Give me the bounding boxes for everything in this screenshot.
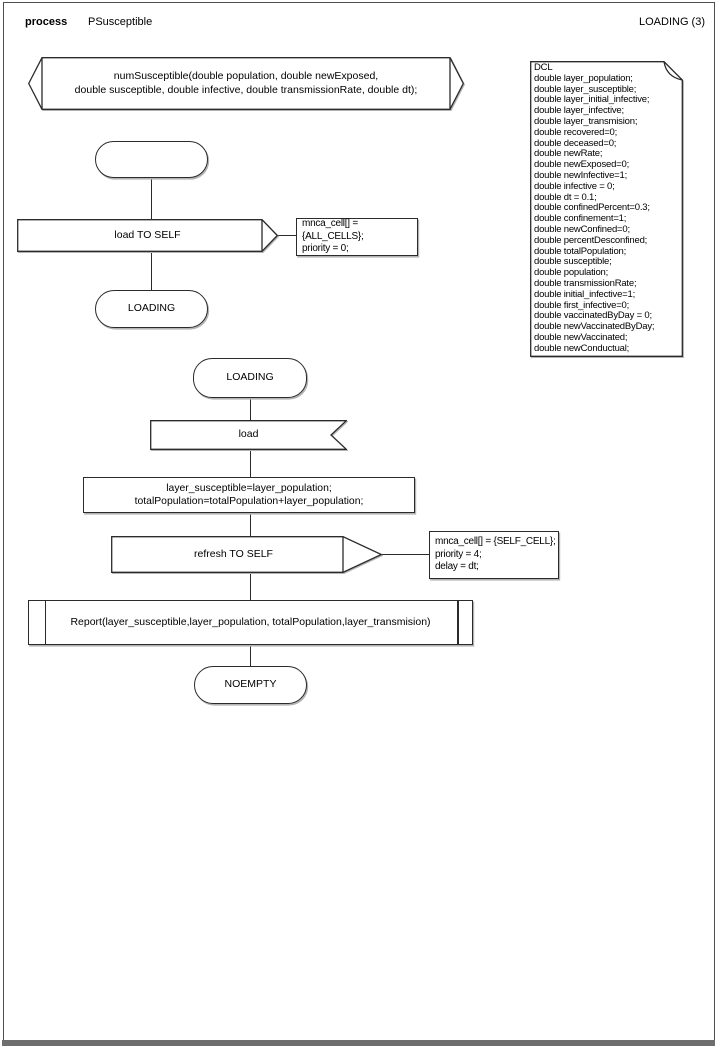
connector-refresh-to-report [249,573,251,600]
dcl-declarations-note[interactable]: DCL double layer_population; double laye… [530,61,683,357]
connector-load-to-loading [151,251,153,290]
header-process-name: PSusceptible [88,16,153,28]
dog-ear-note-shape [530,61,683,357]
note-self-cell[interactable]: mnca_cell[] = {SELF_CELL}; priority = 4;… [429,531,559,579]
stadium-shape [95,290,208,328]
connector-assign-to-refresh [249,513,251,536]
node-load-to-self[interactable]: load TO SELF [17,219,278,252]
connector-loading-to-receive [249,397,251,420]
note-text: mnca_cell[] = {SELF_CELL}; priority = 4;… [435,536,556,573]
receive-signal-shape [150,420,347,450]
hexagon-shape [28,57,464,110]
stadium-shape [193,358,307,398]
page-border [3,2,715,1041]
node-assignment[interactable]: layer_susceptible=layer_population; tota… [83,477,415,513]
node-report-call[interactable]: Report(layer_susceptible,layer_populatio… [28,600,473,645]
connector-report-to-noempty [249,645,251,666]
process-rectangle [83,477,415,513]
stadium-shape [95,141,208,178]
node-start-state[interactable] [95,141,208,178]
note-box [296,218,418,256]
connector-load-to-note [277,234,296,236]
predefined-process-rectangle [28,600,473,645]
header-status-label: LOADING (3) [638,16,705,28]
left-bar [45,600,47,645]
node-loading-start-state[interactable]: LOADING [193,358,307,398]
dcl-text: DCL double layer_population; double laye… [534,62,655,354]
node-loading-end-state[interactable]: LOADING [95,290,208,328]
note-all-cells[interactable]: mnca_cell[] = {ALL_CELLS}; priority = 0; [296,218,418,256]
connector-receive-to-assign [249,450,251,477]
header-kind-label: process [25,16,68,28]
send-signal-shape [111,536,382,573]
connector-refresh-to-note [382,553,429,556]
note-box [429,531,559,579]
connector-start-to-load [151,178,153,219]
page-bottom-shadow [2,1040,715,1046]
send-signal-shape [17,219,278,252]
node-function-signature[interactable]: numSusceptible(double population, double… [28,57,464,110]
node-refresh-to-self[interactable]: refresh TO SELF [111,536,382,573]
node-load-receive[interactable]: load [150,420,347,450]
right-bar [457,600,459,645]
stadium-shape [194,666,307,704]
node-noempty-state[interactable]: NOEMPTY [194,666,307,704]
note-text: mnca_cell[] = {ALL_CELLS}; priority = 0; [302,218,364,255]
